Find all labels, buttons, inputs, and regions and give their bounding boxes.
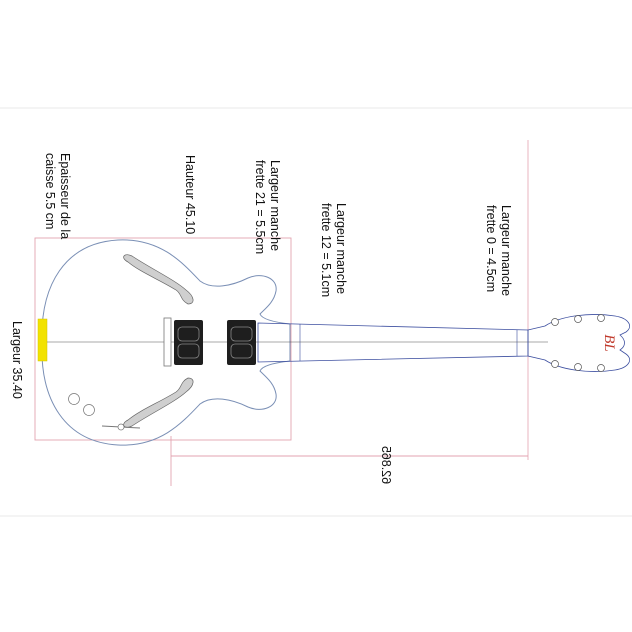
- tailpiece: [163, 317, 172, 367]
- thickness-label: Epaisseur de la caisse 5.5 cm: [43, 153, 72, 240]
- neck-width-fret21-label: Largeur manche frette 21 = 5.5cm: [253, 160, 282, 255]
- selector-switch-knob: [117, 423, 125, 431]
- headstock-logo: BL: [601, 334, 617, 352]
- f-hole-top: [123, 254, 194, 305]
- control-knob-1: [68, 393, 80, 405]
- height-label: Hauteur 45.10: [183, 155, 197, 235]
- length-dimension-label: 62.865: [379, 445, 393, 485]
- bridge-pickup: [174, 320, 203, 365]
- control-knob-2: [83, 404, 95, 416]
- body-bounding-box: [34, 237, 292, 441]
- width-label: Largeur 35.40: [10, 321, 24, 399]
- tuner-pegs: [551, 314, 605, 372]
- neck-outline: [257, 322, 529, 363]
- neck-width-fret12-label: Largeur manche frette 12 = 5.1cm: [319, 203, 348, 298]
- thickness-marker: [37, 318, 48, 362]
- neck-pickup: [227, 320, 256, 365]
- f-hole-bottom: [123, 377, 194, 428]
- guitar-body-outline: [41, 239, 291, 446]
- neck-width-fret0-label: Largeur manche frette 0 = 4.5cm: [484, 205, 513, 297]
